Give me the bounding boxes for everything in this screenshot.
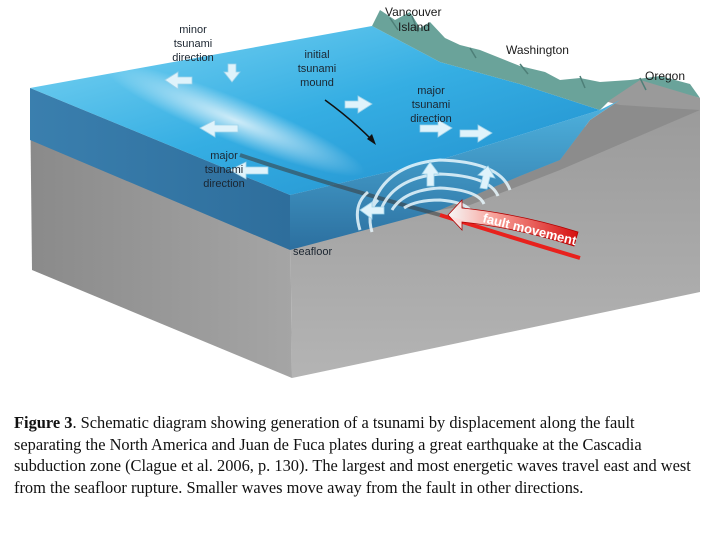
arrow-up-ring-2 xyxy=(477,165,496,190)
water-left-face xyxy=(30,88,290,250)
arrow-right-2 xyxy=(419,119,453,138)
ocean-surface xyxy=(30,26,600,195)
wave-rings xyxy=(355,158,512,233)
figure-caption: Figure 3. Schematic diagram showing gene… xyxy=(14,412,699,498)
mound-pointer-head xyxy=(367,134,376,145)
fault-movement-arrow xyxy=(447,198,579,247)
arrow-left-2 xyxy=(199,119,239,138)
label-initial-1: initial xyxy=(304,49,329,61)
figure-label: Figure 3 xyxy=(14,413,73,432)
label-major-left-2: tsunami xyxy=(205,164,244,176)
continental-slope xyxy=(440,98,700,210)
tsunami-arrows xyxy=(164,63,496,220)
label-initial-2: tsunami xyxy=(298,63,337,75)
label-minor-2: tsunami xyxy=(174,38,213,50)
label-major-left-1: major xyxy=(210,150,238,162)
label-initial-3: mound xyxy=(300,77,334,89)
mound-pointer-arrow xyxy=(324,99,373,141)
caption-text: . Schematic diagram showing generation o… xyxy=(14,413,691,497)
coast-ridges xyxy=(389,15,647,91)
label-vancouver-island-1: Vancouver xyxy=(385,5,441,19)
initial-tsunami-mound xyxy=(104,63,366,177)
arrow-left-3 xyxy=(229,161,269,180)
arrow-right-3 xyxy=(459,124,493,143)
label-washington: Washington xyxy=(506,43,569,57)
label-minor-1: minor xyxy=(179,24,207,36)
label-minor-3: direction xyxy=(172,52,214,64)
label-vancouver-island-2: Island xyxy=(398,20,430,34)
arrow-left-ring xyxy=(359,201,385,220)
crust-front-face xyxy=(290,100,700,378)
label-major-right-2: tsunami xyxy=(412,99,451,111)
label-major-right-3: direction xyxy=(410,113,452,125)
tsunami-diagram: fault movement Vancouver Island Washingt… xyxy=(30,5,700,378)
label-major-left-3: direction xyxy=(203,178,245,190)
label-oregon: Oregon xyxy=(645,69,685,83)
coastline-land xyxy=(372,10,700,110)
arrow-minor-up xyxy=(223,63,241,83)
arrow-left-1 xyxy=(164,71,193,90)
arrow-right-1 xyxy=(344,95,373,114)
fault-trace xyxy=(239,153,441,217)
label-seafloor: seafloor xyxy=(293,246,332,258)
label-major-right-1: major xyxy=(417,85,445,97)
crust-right-top xyxy=(600,78,700,110)
arrow-up-ring xyxy=(421,161,440,187)
